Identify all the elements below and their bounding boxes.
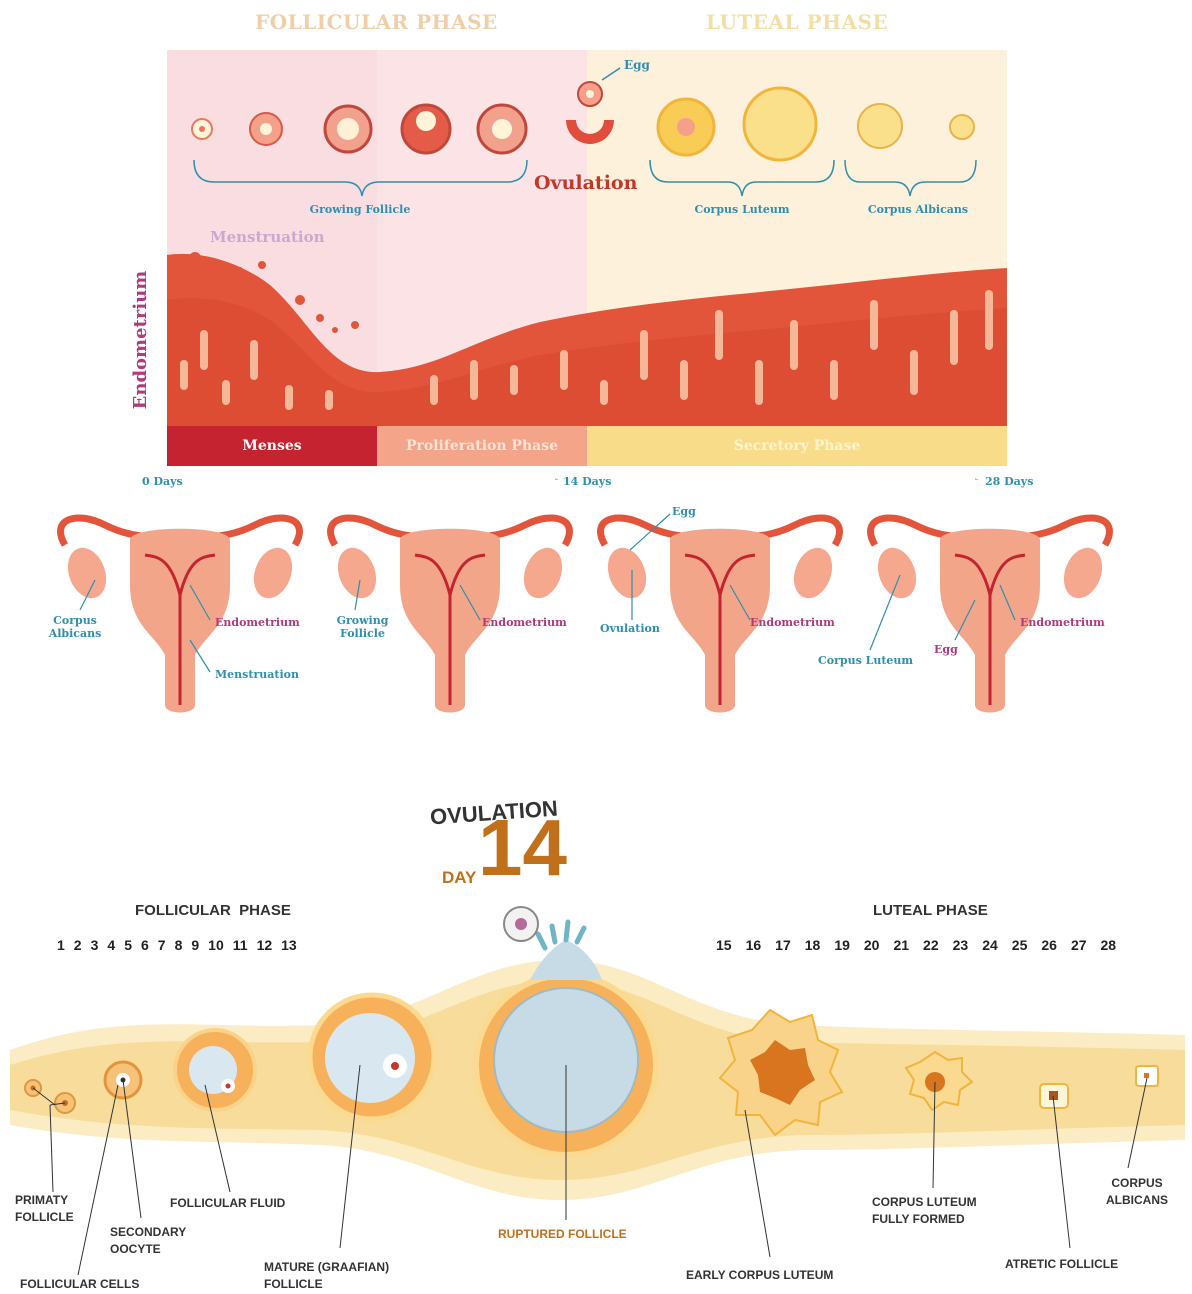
day-label: DAY bbox=[442, 868, 476, 888]
panel1-corpus-albicans: Corpus Albicans bbox=[35, 614, 115, 640]
panel3-endometrium: Endometrium bbox=[750, 616, 835, 629]
primary-follicle-label: PRIMATY FOLLICLE bbox=[15, 1192, 85, 1226]
follicular-cells-label: FOLLICULAR CELLS bbox=[20, 1277, 139, 1291]
panel4-corpus-luteum: Corpus Luteum bbox=[818, 654, 913, 667]
cycle-panel bbox=[0, 0, 1192, 480]
secretory-band: Secretory Phase bbox=[587, 426, 1007, 466]
secondary-oocyte-label: SECONDARY OOCYTE bbox=[110, 1224, 200, 1258]
growing-follicle-label: Growing Follicle bbox=[290, 203, 430, 216]
panel2-growing-follicle: Growing Follicle bbox=[325, 614, 400, 640]
panel2-endometrium: Endometrium bbox=[482, 616, 567, 629]
menstruation-label: Menstruation bbox=[210, 228, 325, 246]
day-number: 14 bbox=[478, 808, 567, 888]
menses-band: Menses bbox=[167, 426, 377, 466]
panel4-endometrium: Endometrium bbox=[1020, 616, 1105, 629]
panel4-egg: Egg bbox=[934, 643, 958, 656]
follicular-fluid-label: FOLLICULAR FLUID bbox=[170, 1196, 285, 1210]
corpus-albicans-label-bottom: CORPUS ALBICANS bbox=[1092, 1175, 1182, 1209]
corpus-albicans-label: Corpus Albicans bbox=[848, 203, 988, 216]
uterus-illustrations bbox=[0, 500, 1192, 720]
early-corpus-luteum-label: EARLY CORPUS LUTEUM bbox=[686, 1268, 833, 1282]
mature-follicle-label: MATURE (GRAAFIAN) FOLLICLE bbox=[264, 1259, 424, 1293]
panel1-menstruation: Menstruation bbox=[215, 668, 299, 681]
egg-label: Egg bbox=[624, 58, 650, 72]
ovulation-label: Ovulation bbox=[534, 172, 637, 194]
proliferation-band: Proliferation Phase bbox=[377, 426, 587, 466]
corpus-luteum-label: Corpus Luteum bbox=[672, 203, 812, 216]
atretic-follicle-label: ATRETIC FOLLICLE bbox=[1005, 1257, 1118, 1271]
panel3-egg: Egg bbox=[672, 505, 696, 518]
ruptured-follicle-label: RUPTURED FOLLICLE bbox=[498, 1227, 627, 1241]
endometrium-axis-label: Endometrium bbox=[130, 240, 151, 440]
timeline-day-28: 28 Days bbox=[985, 475, 1033, 488]
timeline-day-0: 0 Days bbox=[142, 475, 183, 488]
timeline-day-14: 14 Days bbox=[563, 475, 611, 488]
corpus-luteum-full-label: CORPUS LUTEUM FULLY FORMED bbox=[872, 1194, 1012, 1228]
panel3-ovulation: Ovulation bbox=[600, 622, 660, 635]
panel1-endometrium: Endometrium bbox=[215, 616, 300, 629]
